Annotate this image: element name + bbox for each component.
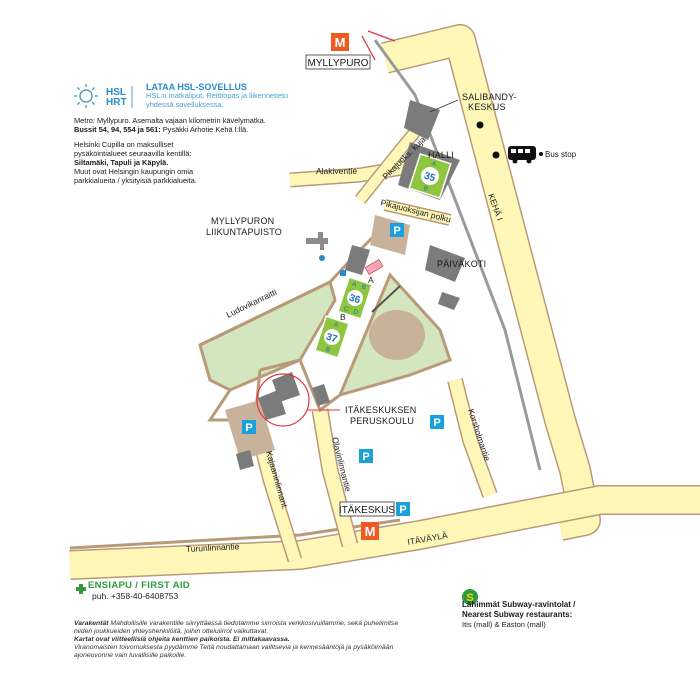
field-37-number: 37 <box>325 331 339 345</box>
svg-text:P: P <box>393 225 400 237</box>
disclaimer-heading: Varakentät <box>74 620 109 627</box>
metro-itakeskus[interactable]: ITÄKESKUS P M <box>339 501 410 540</box>
first-aid-info: ENSIAPU / FIRST AID puh. +358-40-6408753 <box>74 580 190 601</box>
subway-info: Lähimmät Subway-ravintolat / Nearest Sub… <box>462 586 602 629</box>
kiosk-marker-icon <box>364 259 384 275</box>
hsl-app-title: LATAA HSL-SOVELLUS <box>146 82 247 92</box>
disclaimer-line3: Viranomaisten toivomuksesta pyydämme Tei… <box>74 644 394 659</box>
parking-info-bold: Siltamäki, Tapuli ja Käpylä. <box>74 158 169 167</box>
main-roads <box>69 24 700 580</box>
field-36: 36 A B C D <box>337 276 373 320</box>
parking-signs: P P P P <box>242 223 444 463</box>
parking-sign-korsholma: P <box>430 415 444 429</box>
parking-sign-olavin: P <box>359 449 373 463</box>
bus-stop-legend: Bus stop <box>545 150 576 159</box>
field-36-d: D <box>352 308 359 316</box>
liikuntapuisto-label-1: MYLLYPURON <box>211 216 274 226</box>
parking-info: Helsinki Cupilla on maksulliset pysäköin… <box>74 140 224 185</box>
halli-label: HALLI <box>428 150 454 160</box>
side-roads <box>247 115 498 563</box>
svg-text:HSL: HSL <box>106 87 126 98</box>
parking-sign-koulu: P <box>242 420 256 434</box>
side-label-a: A <box>368 275 374 285</box>
map-labels: SALIBANDY- KESKUS HALLI Pikajuoks. kuja … <box>186 92 517 554</box>
field-35-a: A <box>431 160 438 168</box>
first-aid-cross-icon <box>76 584 86 594</box>
metro-info: Metro: Myllypuro. Asemalta vajaan kilome… <box>74 116 266 125</box>
disclaimer-line1: Mahdollisille varakentille siirryttäessä… <box>74 620 399 635</box>
field-35-b: B <box>423 185 429 193</box>
salibandy-label-1: SALIBANDY- <box>462 92 517 102</box>
bus-stop-label: Bus stop <box>545 150 577 159</box>
field-36-b: B <box>360 284 366 292</box>
disclaimer: Varakentät Mahdollisille varakentille si… <box>74 620 414 660</box>
bus-icon <box>508 146 543 164</box>
svg-text:P: P <box>433 417 440 429</box>
subway-places: Itis (mall) & Easton (mall) <box>462 620 546 629</box>
subway-title: Lähimmät Subway-ravintolat / Nearest Sub… <box>462 600 576 619</box>
field-36-a: A <box>351 281 358 289</box>
bus-info: Bussit 54, 94, 554 ja 561: Pysäkki Arhot… <box>74 125 324 134</box>
svg-text:P: P <box>362 451 369 463</box>
field-37-a: A <box>333 321 340 329</box>
sports-fields: 35 A B 36 A B C D 37 A B <box>314 152 452 359</box>
disclaimer-line2: Kartat ovat viitteellisiä ohjeita kentti… <box>74 636 290 643</box>
field-35: 35 A B <box>408 152 452 200</box>
water-tap-icon <box>306 232 328 261</box>
info-marker-icon <box>340 270 346 276</box>
parking-letter: P <box>399 504 406 516</box>
first-aid-phone[interactable]: puh. +358-40-6408753 <box>92 591 179 601</box>
field-37: 37 A B <box>314 315 350 359</box>
parking-sign-polku: P <box>390 223 404 237</box>
svg-text:S: S <box>466 592 473 604</box>
metro-letter: M <box>365 524 376 539</box>
hsl-app-subtitle: HSL:n matkaliput, Reittiopas ja liikenne… <box>146 91 289 109</box>
bus-info-prefix: Bussit 54, 94, 554 ja 561: <box>74 125 161 134</box>
metro-myllypuro[interactable]: M MYLLYPURO <box>305 33 371 70</box>
salibandy-pointer <box>429 99 459 113</box>
svg-text:P: P <box>245 422 252 434</box>
field-36-c: C <box>343 305 350 313</box>
metro-top-label: MYLLYPURO <box>308 58 369 69</box>
alakiventie-label: Alakiventie <box>316 166 357 176</box>
turunlinnantie-label: Turunlinnantie <box>186 541 240 554</box>
paivakoti-label: PÄIVÄKOTI <box>437 259 486 269</box>
field-36-number: 36 <box>348 292 362 306</box>
bus-stop-dot <box>476 121 484 129</box>
parking-info-line2: Muut ovat Helsingin kaupungin omia parkk… <box>74 167 197 185</box>
transit-info: Metro: Myllypuro. Asemalta vajaan kilome… <box>74 116 324 134</box>
hsl-logo-icon: HSL HRT <box>74 84 133 108</box>
subway-logo-icon: S <box>462 589 478 605</box>
metro-letter: M <box>335 35 346 50</box>
koulu-label-2: PERUSKOULU <box>350 416 414 426</box>
bus-info-rest: Pysäkki Arhotie Kehä I:llä. <box>160 125 249 134</box>
field-35-number: 35 <box>423 170 437 184</box>
rail-line <box>373 39 542 471</box>
field-37-b: B <box>325 346 331 354</box>
side-label-b: B <box>340 312 346 322</box>
hsl-app-promo[interactable]: LATAA HSL-SOVELLUS HSL:n matkaliput, Rei… <box>146 82 306 109</box>
school-highlight <box>256 373 310 427</box>
parking-info-line1: Helsinki Cupilla on maksulliset pysäköin… <box>74 140 192 158</box>
salibandy-label-2: KESKUS <box>468 102 506 112</box>
metro-bottom-label: ITÄKESKUS <box>339 504 395 516</box>
track-line <box>371 285 401 313</box>
walk-arrow <box>361 35 376 61</box>
liikuntapuisto-label-2: LIIKUNTAPUISTO <box>206 227 282 237</box>
bus-stop-dot <box>492 151 500 159</box>
first-aid-title: ENSIAPU / FIRST AID <box>88 580 190 591</box>
svg-text:HRT: HRT <box>106 97 127 108</box>
koulu-label-1: ITÄKESKUKSEN <box>345 405 416 415</box>
